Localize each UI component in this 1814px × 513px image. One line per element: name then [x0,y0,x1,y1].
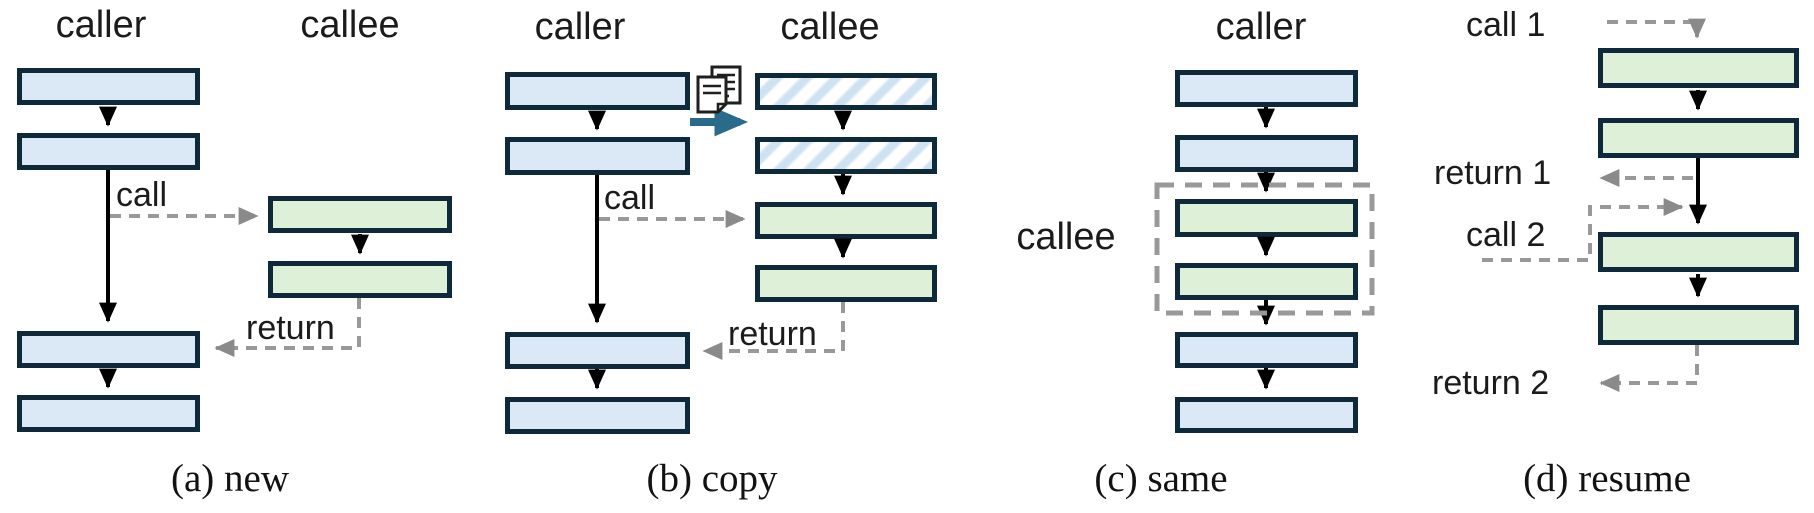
panel-b-callee-frame-1 [755,202,937,239]
panel-a-caller-frame-1 [17,68,200,105]
return2-arrow [1599,345,1699,392]
panel-b-caller-header: caller [534,6,626,48]
copy-document-icon [696,65,742,114]
panel-c-callee-label: callee [1016,216,1116,258]
panel-b-caller-frame-1 [505,72,690,110]
panel-b-caller-frame-4 [505,397,690,434]
panel-a-caption: (a) new [170,457,290,500]
panel-a-caller-header: caller [55,4,147,46]
call1-arrow [1607,18,1706,39]
panel-b-caption: (b) copy [646,457,778,500]
panel-a-callee-frame-1 [268,196,452,233]
panel-b-callee-header: callee [780,6,880,48]
panel-a-caller-frame-3 [17,331,200,368]
panel-c-callee-frame-1 [1175,199,1358,237]
panel-d-caption: (d) resume [1523,457,1691,500]
panel-d-return2-label: return 2 [1432,364,1550,402]
panel-b-caller-frame-2 [505,137,690,175]
panel-c-frame-2 [1175,135,1358,172]
panel-b-callee-frame-2 [755,265,937,302]
panel-d-callee-frame-2 [1598,118,1799,158]
panel-c-callee-frame-2 [1175,263,1358,300]
panel-c-frame-4 [1175,397,1358,433]
panel-a-caller-frame-4 [17,395,200,432]
panel-c-caption: (c) same [1094,457,1228,500]
panel-d-callee-frame-3 [1598,232,1799,272]
panel-d-callee-frame-1 [1598,48,1799,88]
panel-a-return-label: return [246,309,335,347]
panel-b-caller-frame-3 [505,332,690,369]
panel-c-caller-header: caller [1215,6,1307,48]
panel-d-call1-label: call 1 [1466,6,1546,44]
panel-d-callee-frame-4 [1598,305,1799,345]
panel-b-call-label: call [604,179,656,217]
panel-a-caller-frame-2 [17,133,200,170]
panel-b-copied-frame-1 [755,73,937,110]
panel-c-frame-1 [1175,70,1358,107]
panel-c-frame-3 [1175,332,1358,368]
panel-a-callee-frame-2 [268,261,452,298]
panel-d-return1-label: return 1 [1434,154,1552,192]
panel-b-copied-frame-2 [755,137,937,174]
panel-d-call2-label: call 2 [1466,216,1546,254]
panel-a-callee-header: callee [300,4,400,46]
panel-b-return-label: return [728,315,817,353]
panel-a-call-label: call [116,176,168,214]
